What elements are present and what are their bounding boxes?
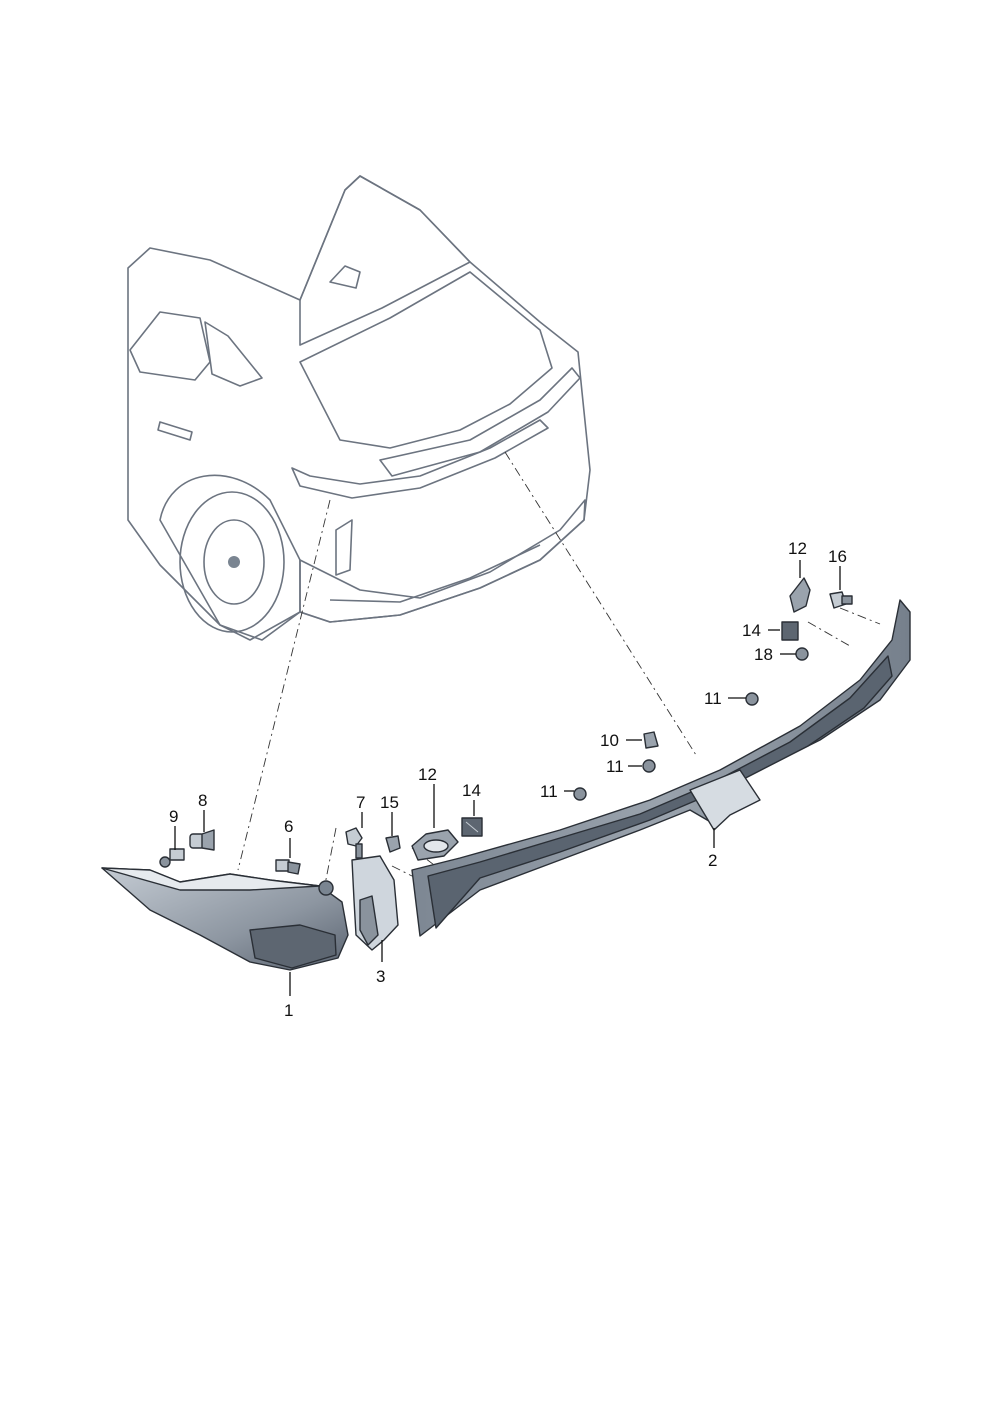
car-rear-window xyxy=(299,271,553,449)
callout-14-b: 14 xyxy=(742,621,761,640)
callout-11-c: 11 xyxy=(704,689,722,708)
car-door-handle xyxy=(157,421,193,441)
car-tail-light-bar xyxy=(291,419,549,499)
part-11-nut-c xyxy=(745,692,759,706)
part-15-nut xyxy=(385,835,401,853)
part-10-clip xyxy=(643,731,659,749)
callout-12-a: 12 xyxy=(418,765,437,784)
part-11-nut-a xyxy=(573,787,587,801)
part-2-rear-light-strip xyxy=(411,599,911,937)
part-2-emblem xyxy=(689,769,761,831)
car-wheel-arch xyxy=(159,474,301,641)
callout-8: 8 xyxy=(198,791,207,810)
part-18-nut xyxy=(795,647,809,661)
part-14-clip-left xyxy=(461,817,483,837)
callout-labels: 1 2 3 6 7 8 9 10 11 11 11 12 12 14 14 15… xyxy=(169,539,847,1020)
callout-16: 16 xyxy=(828,547,847,566)
part-12-seal-right xyxy=(789,577,811,613)
part-11-nut-b xyxy=(642,759,656,773)
part-1-tail-light xyxy=(101,867,349,971)
callout-3: 3 xyxy=(376,967,385,986)
callout-18: 18 xyxy=(754,645,773,664)
callout-leaders xyxy=(174,560,841,996)
car-roof xyxy=(299,175,471,346)
callout-15: 15 xyxy=(380,793,399,812)
part-16-bolt xyxy=(829,591,853,609)
callout-9: 9 xyxy=(169,807,178,826)
callout-11-b: 11 xyxy=(540,782,558,801)
part-12-seal-left xyxy=(411,829,459,861)
car-wheel xyxy=(179,491,285,633)
car-roof-antenna xyxy=(329,265,361,289)
part-7-screw xyxy=(345,827,363,859)
car-diffuser xyxy=(329,544,541,603)
callout-10: 10 xyxy=(600,731,619,750)
callout-1: 1 xyxy=(284,1001,293,1020)
callout-11-a: 11 xyxy=(606,757,624,776)
callout-14-a: 14 xyxy=(462,781,481,800)
car-wheel-rim xyxy=(203,519,265,605)
callout-6: 6 xyxy=(284,817,293,836)
callout-7: 7 xyxy=(356,793,365,812)
part-3-bracket xyxy=(351,855,399,951)
part-14-clip-right xyxy=(781,621,799,641)
car-side-window xyxy=(129,311,211,381)
callout-2: 2 xyxy=(708,851,717,870)
part-6-screw xyxy=(275,859,301,875)
car-spoiler xyxy=(379,367,581,477)
car-reflector-left xyxy=(335,519,353,576)
callout-12-b: 12 xyxy=(788,539,807,558)
car-rear-bumper xyxy=(299,499,586,623)
car-body xyxy=(127,175,591,641)
car-wheel-hub xyxy=(228,556,240,568)
car-side-window-rear xyxy=(204,321,263,387)
part-8-clip xyxy=(189,829,215,851)
part-1-bolt-socket xyxy=(318,880,334,896)
part-9-bolt xyxy=(159,848,185,868)
vehicle-rear-illustration xyxy=(127,175,591,641)
